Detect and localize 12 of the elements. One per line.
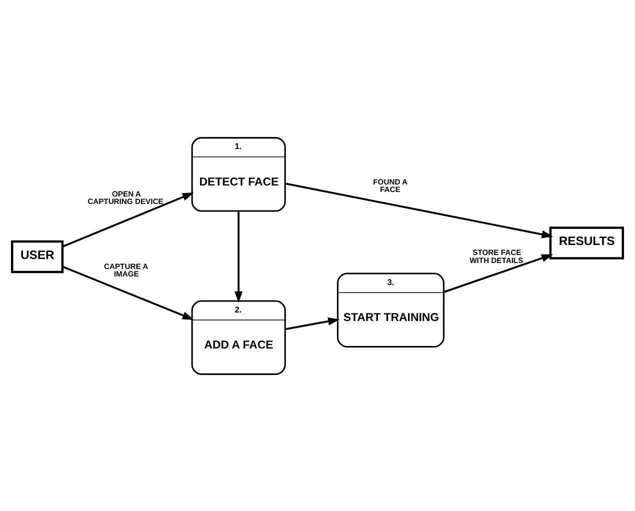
edge-label: FOUND A FACE [373, 176, 408, 194]
node-box: RESULTS [549, 226, 624, 259]
edge-label: STORE FACE WITH DETAILS [470, 248, 524, 264]
edge-label: OPEN A CAPTURING DEVICE [88, 189, 164, 206]
node-box: USER [10, 240, 64, 273]
arrow [286, 316, 340, 330]
arrow [62, 192, 194, 248]
arrow [286, 182, 554, 238]
arrow [444, 254, 554, 292]
edge-label: CAPTURE A IMAGE [104, 261, 148, 278]
arrow [234, 211, 243, 302]
arrow [62, 265, 194, 320]
